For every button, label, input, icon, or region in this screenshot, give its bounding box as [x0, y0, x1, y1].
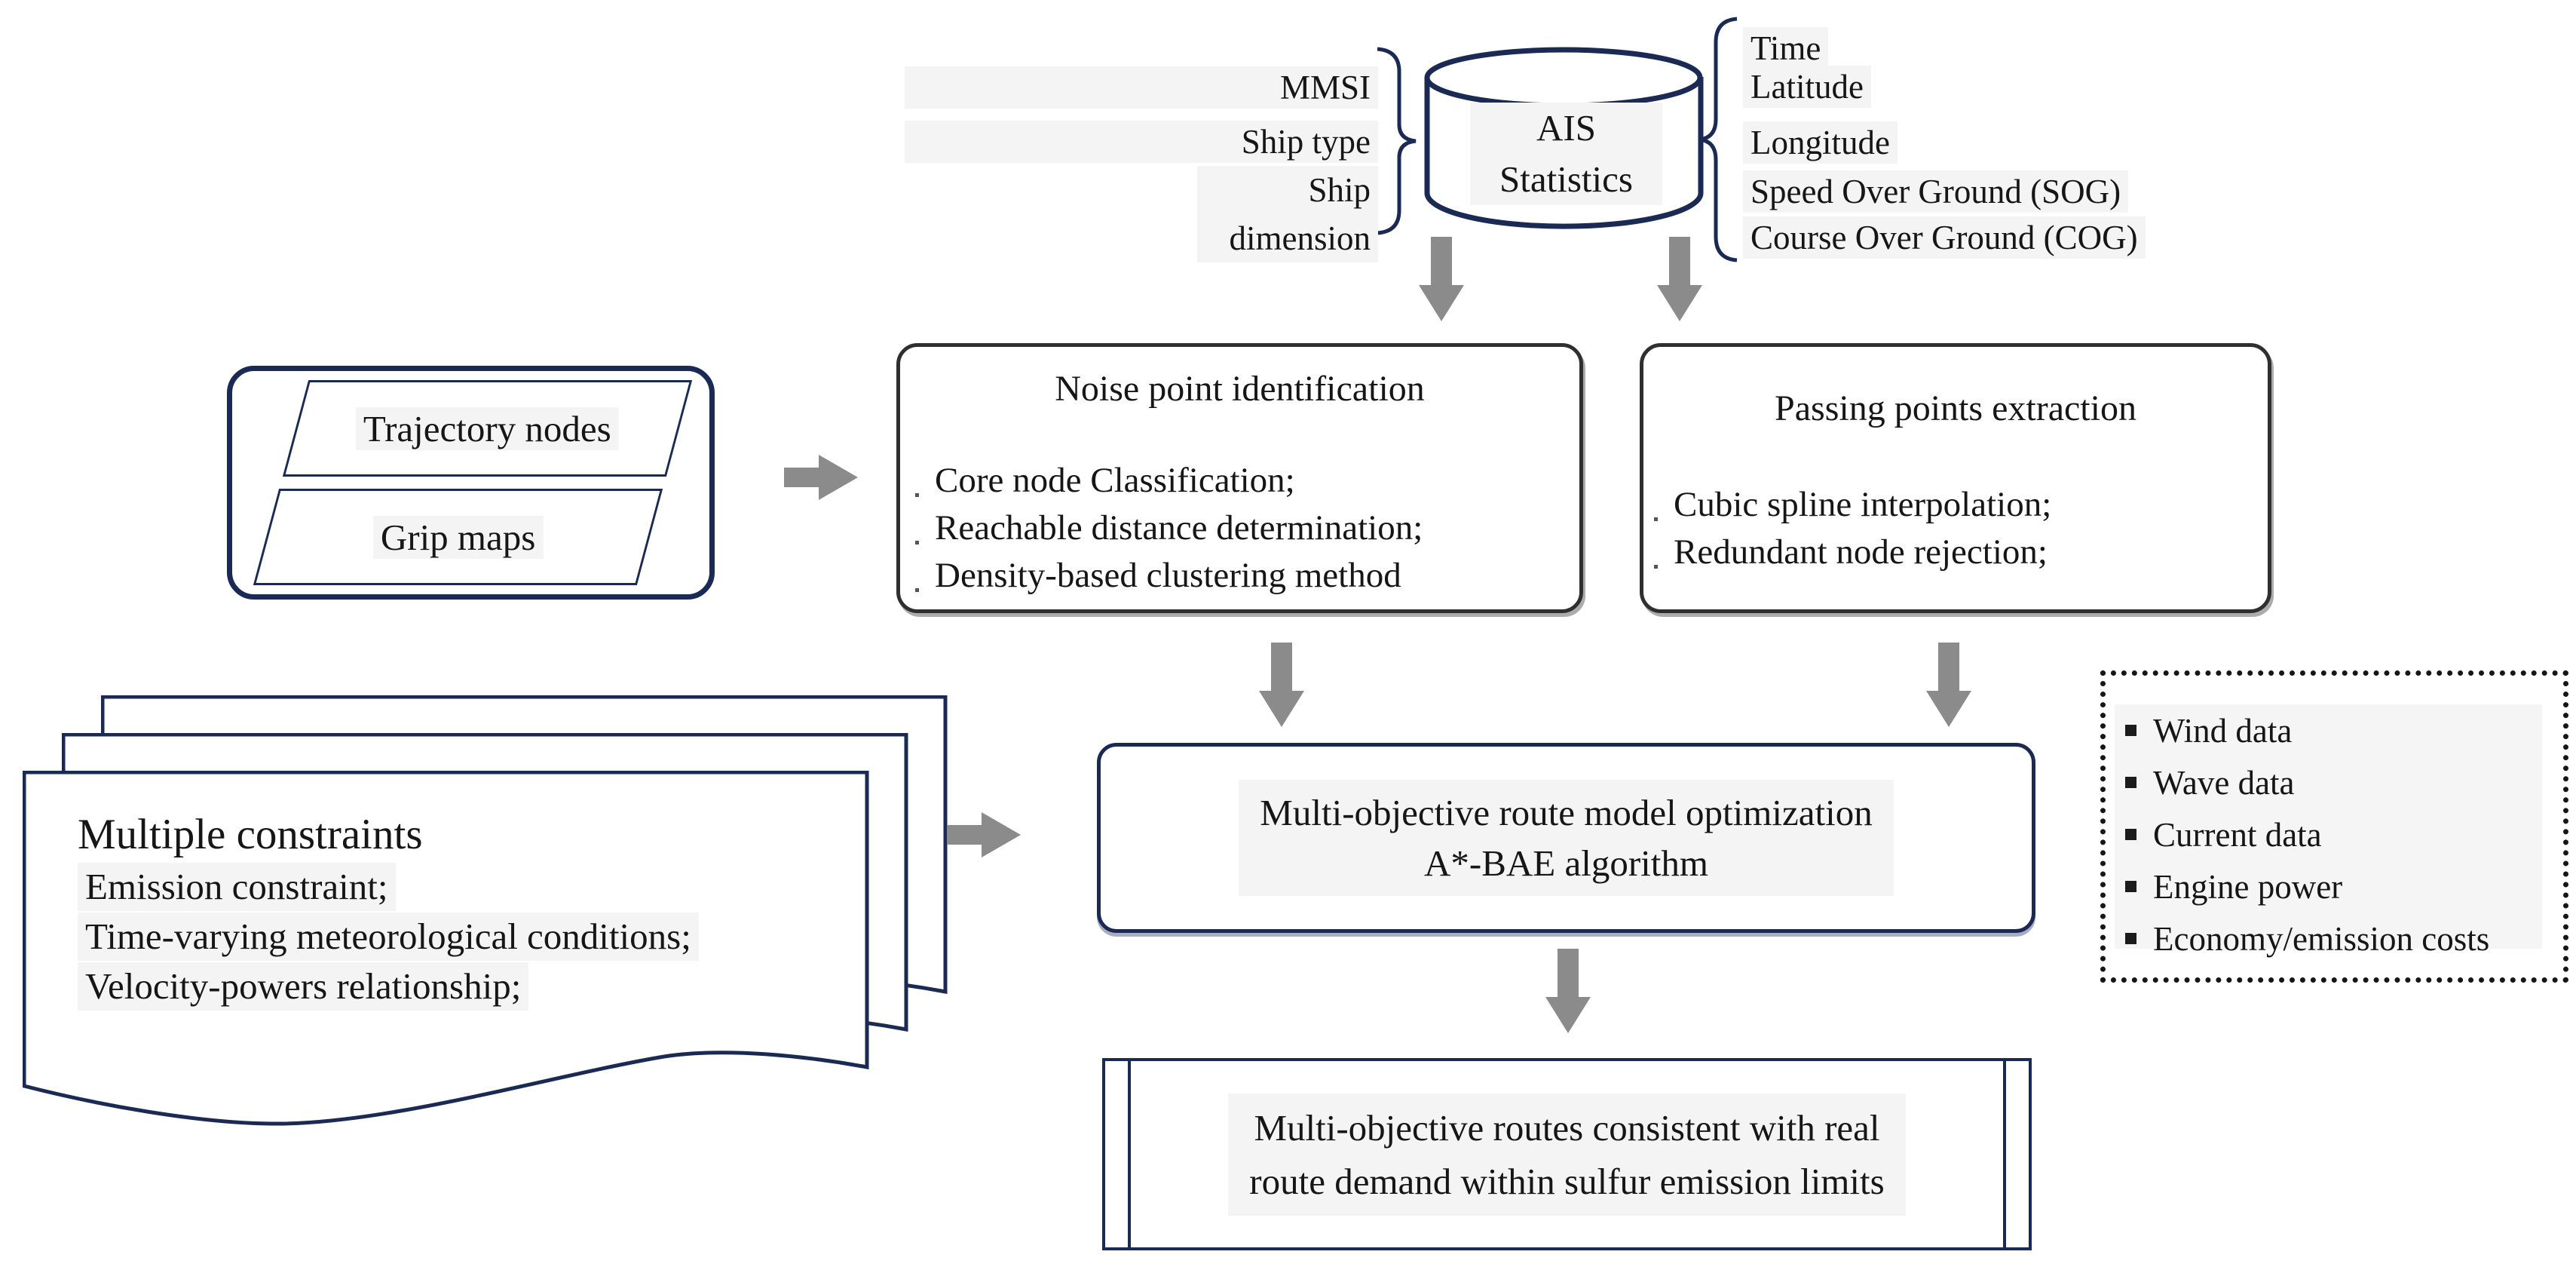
environment-item-label: Engine power [2153, 867, 2343, 906]
arrow-down-icon [1419, 237, 1464, 321]
database-label-line2: Statistics [1499, 158, 1633, 200]
passing-points-box: Passing points extraction Cubic spline i… [1640, 343, 2271, 613]
brace-left-icon [1377, 47, 1417, 235]
database-label: AIS Statistics [1470, 103, 1662, 205]
passing-box-title: Passing points extraction [1775, 388, 2136, 428]
parallelogram-trajectory-nodes: Trajectory nodes [282, 380, 693, 477]
output-line2: route demand within sulfur emission limi… [1249, 1160, 1885, 1202]
parallelogram-grip-maps: Grip maps [253, 489, 663, 585]
noise-box-item: Reachable distance determination; [914, 505, 1423, 552]
passing-box-item: Redundant node rejection; [1653, 529, 2051, 576]
constraints-doc-item: Time-varying meteorological conditions; [78, 913, 699, 961]
trajectory-nodes-label: Trajectory nodes [356, 406, 619, 450]
db-field-sog: Speed Over Ground (SOG) [1743, 170, 2129, 213]
noise-box-item: Core node Classification; [914, 457, 1423, 505]
output-line1: Multi-objective routes consistent with r… [1254, 1106, 1880, 1149]
db-field-cog: Course Over Ground (COG) [1743, 216, 2146, 259]
db-field-latitude: Latitude [1743, 66, 1871, 108]
output-box: Multi-objective routes consistent with r… [1102, 1058, 2032, 1250]
constraints-doc-title: Multiple constraints [78, 811, 423, 858]
input-data-box: Trajectory nodes Grip maps [227, 366, 715, 600]
database-label-line1: AIS [1536, 107, 1596, 149]
environment-item-label: Wind data [2153, 711, 2293, 750]
optimization-box: Multi-objective route model optimization… [1097, 743, 2035, 933]
noise-box-title: Noise point identification [1055, 369, 1425, 409]
optimization-line2: A*-BAE algorithm [1424, 842, 1708, 884]
environment-item: Engine power [2115, 860, 2542, 913]
noise-point-box: Noise point identification Core node Cla… [896, 343, 1583, 613]
db-field-longitude: Longitude [1743, 121, 1898, 164]
grip-maps-label: Grip maps [372, 515, 544, 559]
environment-item-label: Wave data [2153, 763, 2295, 802]
environment-item: Wave data [2115, 756, 2542, 808]
environment-data-box: Wind data Wave data Current data Engine … [2100, 670, 2568, 983]
environment-panel: Wind data Wave data Current data Engine … [2115, 704, 2542, 958]
optimization-line1: Multi-objective route model optimization [1260, 792, 1873, 833]
constraints-doc-item: Emission constraint; [78, 863, 396, 911]
square-bullet-icon [2125, 933, 2136, 944]
output-box-right-bar [2003, 1061, 2006, 1247]
arrow-down-icon [1657, 237, 1702, 321]
db-field-time: Time [1743, 27, 1829, 69]
arrow-down-icon [1545, 949, 1591, 1033]
square-bullet-icon [2125, 829, 2136, 840]
square-bullet-icon [2125, 725, 2136, 736]
db-field-ship-type: Ship type [905, 121, 1378, 163]
arrow-right-icon [784, 455, 858, 500]
environment-item: Wind data [2115, 704, 2542, 756]
db-field-mmsi: MMSI [905, 66, 1378, 109]
arrow-down-icon [1259, 643, 1304, 727]
square-bullet-icon [2125, 777, 2136, 788]
environment-item-label: Economy/emission costs [2153, 919, 2490, 958]
environment-item: Economy/emission costs [2115, 913, 2542, 965]
square-bullet-icon [2125, 881, 2136, 892]
environment-item-label: Current data [2153, 815, 2322, 854]
brace-right-icon [1698, 17, 1738, 262]
output-box-left-bar [1128, 1061, 1131, 1247]
noise-box-item: Density-based clustering method [914, 552, 1423, 600]
constraints-doc-item: Velocity-powers relationship; [78, 962, 529, 1011]
passing-box-item: Cubic spline interpolation; [1653, 481, 2051, 529]
arrow-right-icon [947, 812, 1021, 857]
environment-item: Current data [2115, 808, 2542, 860]
arrow-down-icon [1926, 643, 1971, 727]
db-field-ship-dimension: Ship dimension [1197, 166, 1378, 262]
